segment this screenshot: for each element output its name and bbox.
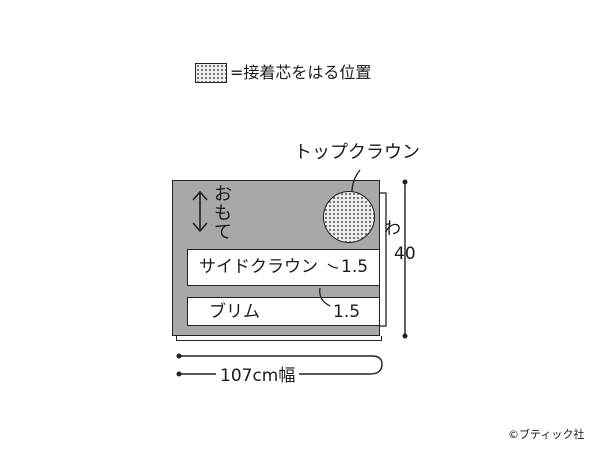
width-dimension-label: 107cm幅 bbox=[216, 366, 300, 386]
legend-text: =接着芯をはる位置 bbox=[230, 63, 372, 82]
fold-label: わ bbox=[384, 219, 401, 239]
brim-allowance: 1.5 bbox=[333, 302, 361, 322]
brim-label: ブリム bbox=[209, 302, 260, 322]
side-crown-piece bbox=[187, 249, 380, 286]
brim-piece bbox=[187, 297, 380, 326]
copyright-credit: ©ブティック社 bbox=[508, 428, 585, 441]
width-dimension-line bbox=[179, 355, 383, 375]
brim-leader bbox=[319, 287, 331, 307]
interfacing-legend-swatch bbox=[195, 63, 227, 83]
top-crown-piece bbox=[323, 191, 375, 243]
height-dimension-bottom-dot bbox=[402, 333, 408, 339]
side-crown-allowance: 1.5 bbox=[341, 257, 369, 277]
top-crown-leader bbox=[351, 169, 361, 193]
face-direction-arrow-icon bbox=[192, 190, 208, 233]
height-dimension-label: 40 bbox=[394, 244, 416, 264]
side-crown-label: サイドクラウン bbox=[199, 257, 318, 277]
fabric-fold-edge bbox=[176, 336, 382, 341]
face-side-label: おもて bbox=[214, 184, 232, 243]
top-crown-label: トップクラウン bbox=[294, 142, 420, 163]
width-dimension-start-dot bbox=[176, 353, 182, 359]
width-dimension-end-dot bbox=[176, 371, 182, 377]
side-crown-leader bbox=[327, 263, 339, 269]
fold-bracket bbox=[380, 192, 387, 327]
height-dimension-top-dot bbox=[402, 179, 408, 185]
